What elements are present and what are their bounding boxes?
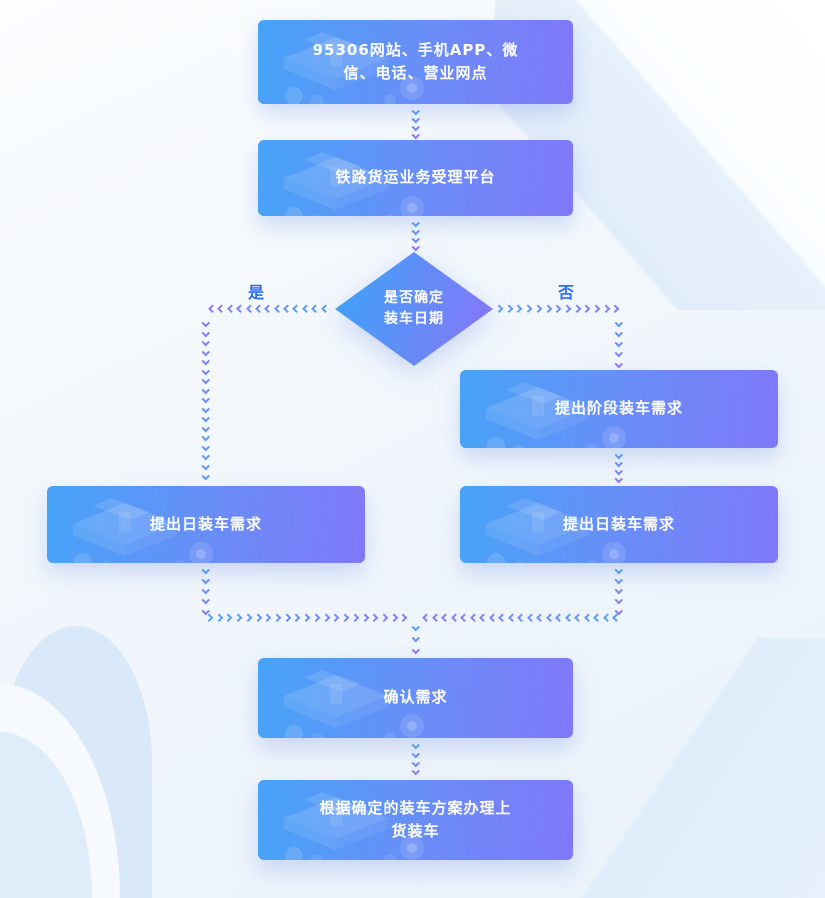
node-entry-channels-label: 95306网站、手机APP、微信、电话、营业网点: [312, 40, 519, 82]
arrow-merge-left-to-center: [204, 612, 408, 624]
arrow-merge-right-to-center: [422, 612, 621, 624]
node-decision-loading-date: 是否确定 装车日期: [335, 252, 493, 366]
arrow-merge-to-confirm: [410, 622, 422, 654]
arrow-yes-branch-down: [200, 318, 212, 480]
decision-label-line2: 装车日期: [384, 311, 444, 327]
node-stage-loading-demand-label: 提出阶段装车需求: [554, 399, 683, 418]
node-stage-loading-demand: 提出阶段装车需求: [460, 370, 778, 448]
arrow-entry-to-platform: [410, 106, 422, 140]
node-confirm-demand: 确认需求: [258, 658, 573, 738]
node-confirm-demand-label: 确认需求: [383, 688, 448, 707]
arrow-no-branch-down: [613, 318, 625, 368]
branch-yes-label: 是: [248, 283, 265, 302]
node-daily-loading-demand-right-label: 提出日装车需求: [562, 514, 675, 533]
decision-label-line1: 是否确定: [384, 290, 444, 306]
node-daily-loading-demand-right: 提出日装车需求: [460, 486, 778, 563]
decor-bottom-left-blob-outer: [0, 626, 152, 898]
arrow-decision-to-no: [494, 303, 620, 315]
node-acceptance-platform-label: 铁路货运业务受理平台: [335, 168, 496, 187]
arrow-decision-to-yes: [208, 303, 330, 315]
arrow-platform-to-decision: [410, 218, 422, 252]
node-entry-channels: 95306网站、手机APP、微信、电话、营业网点: [258, 20, 573, 104]
node-handle-loading: 根据确定的装车方案办理上货装车: [258, 780, 573, 860]
branch-no-label: 否: [558, 283, 575, 302]
decor-bottom-left-blob-inner: [0, 732, 92, 898]
node-handle-loading-label: 根据确定的装车方案办理上货装车: [319, 798, 512, 840]
node-daily-loading-demand-left-label: 提出日装车需求: [149, 514, 262, 533]
arrow-daily-left-down: [200, 565, 212, 615]
decor-bottom-right-swoosh: [555, 638, 825, 898]
node-daily-loading-demand-left: 提出日装车需求: [47, 486, 365, 563]
decor-bottom-left-blob-mid: [0, 684, 120, 898]
arrow-daily-right-down: [613, 565, 625, 615]
arrow-stage-to-daily: [613, 450, 625, 484]
arrow-confirm-to-final: [410, 740, 422, 776]
node-acceptance-platform: 铁路货运业务受理平台: [258, 140, 573, 216]
